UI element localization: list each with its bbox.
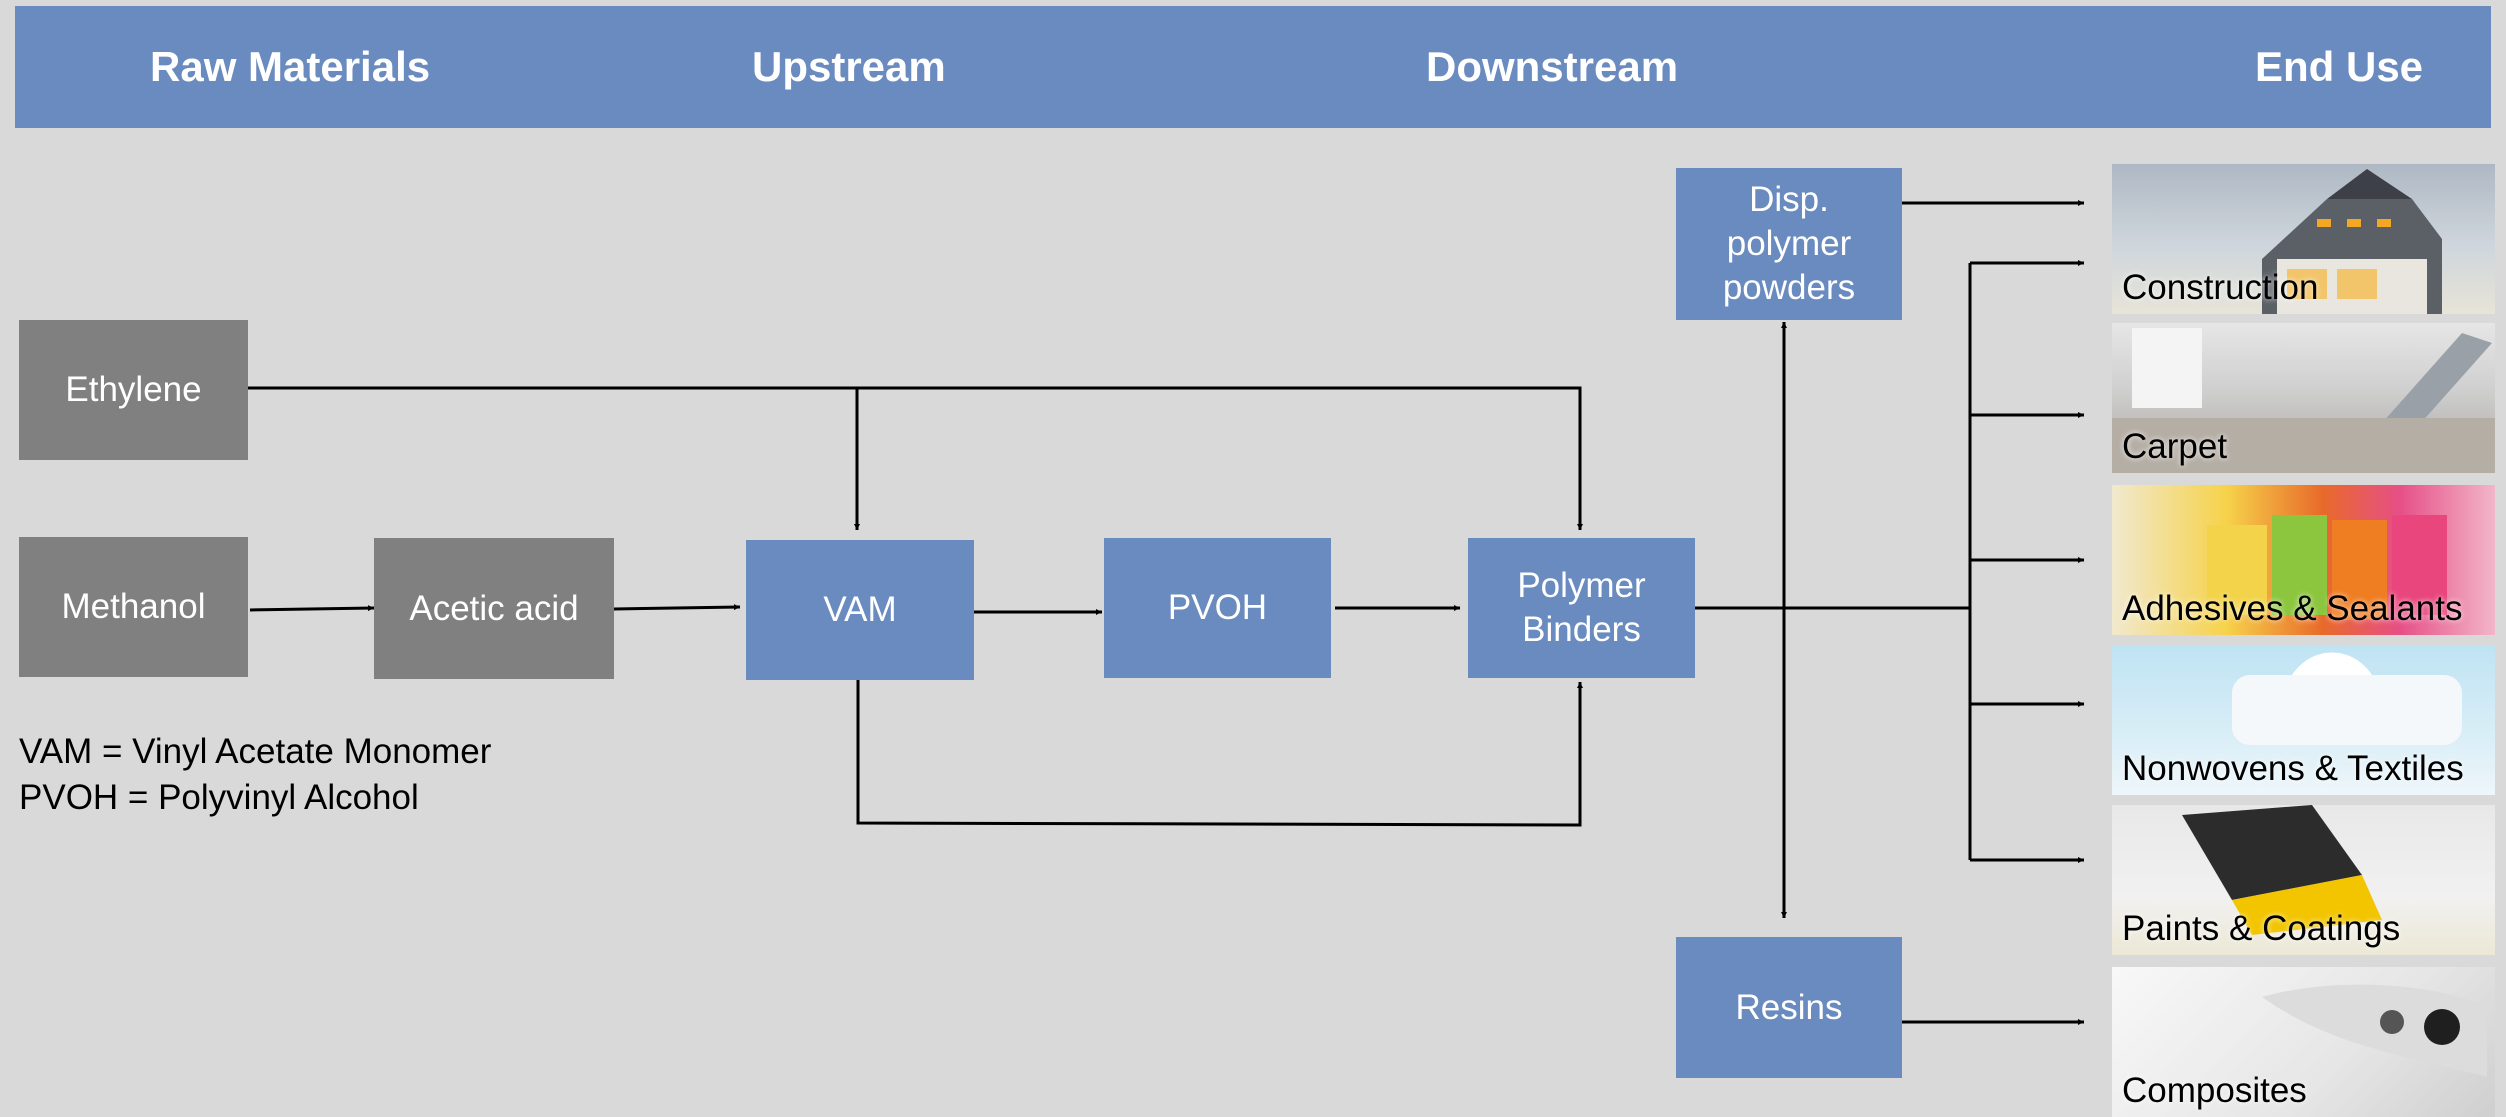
end-use-carpet-label: Carpet (2122, 427, 2228, 466)
end-use-tile-construction: Construction (2112, 164, 2495, 314)
header-upstream: Upstream (752, 43, 946, 90)
node-acetic-acid: Acetic acid (374, 538, 614, 679)
paintbrush-image (2182, 805, 2382, 935)
end-use-adhesives-label: Adhesives & Sealants (2122, 589, 2463, 628)
end-use-nonwovens-label: Nonwovens & Textiles (2122, 749, 2464, 788)
stage-header: Raw Materials Upstream Downstream End Us… (15, 6, 2491, 128)
node-ethylene: Ethylene (19, 320, 248, 460)
node-methanol: Methanol (19, 537, 248, 677)
methanol-to-acetic-arrow (249, 605, 375, 612)
end-use-paints-label: Paints & Coatings (2122, 909, 2401, 948)
node-acetic-acid-label: Acetic acid (409, 588, 579, 628)
end-use-tile-adhesives: Adhesives & Sealants (2112, 485, 2495, 635)
wipes-image (2232, 652, 2462, 745)
header-end-use: End Use (2255, 43, 2424, 90)
end-use-tile-paints: Paints & Coatings (2112, 805, 2495, 955)
header-raw-materials: Raw Materials (150, 43, 431, 90)
end-use-construction-label: Construction (2122, 268, 2319, 307)
node-polymer-binders: Polymer Binders (1468, 538, 1695, 678)
node-disp-polymer-powders-label: Disp. polymer powders (1722, 180, 1856, 307)
node-ethylene-label: Ethylene (65, 370, 202, 410)
end-use-composites-label: Composites (2122, 1071, 2307, 1110)
shopping-bags-image (2207, 515, 2447, 620)
ethylene-to-binders-arrow (248, 386, 1583, 530)
acetic-to-vam-arrow (613, 604, 741, 611)
carpet-image (2112, 328, 2495, 473)
node-resins: Resins (1676, 937, 1902, 1078)
legend-vam: VAM = Vinyl Acetate Monomer (19, 732, 492, 771)
node-vam-label: VAM (823, 590, 897, 630)
node-methanol-label: Methanol (61, 587, 206, 627)
vam-to-binders-arrow (856, 680, 1583, 827)
legend-pvoh: PVOH = Polyvinyl Alcohol (19, 778, 419, 817)
node-pvoh: PVOH (1104, 538, 1331, 678)
node-resins-label: Resins (1735, 987, 1843, 1027)
end-use-tile-nonwovens: Nonwovens & Textiles (2112, 645, 2495, 795)
header-downstream: Downstream (1426, 43, 1679, 90)
end-use-tile-composites: Composites (2112, 967, 2495, 1117)
node-vam: VAM (746, 540, 974, 680)
end-use-tile-carpet: Carpet (2112, 323, 2495, 473)
node-polymer-binders-label: Polymer Binders (1517, 566, 1646, 649)
car-headlight-image (2262, 984, 2487, 1077)
node-disp-polymer-powders: Disp. polymer powders (1676, 168, 1902, 320)
node-pvoh-label: PVOH (1167, 588, 1268, 628)
house-image (2262, 169, 2442, 314)
